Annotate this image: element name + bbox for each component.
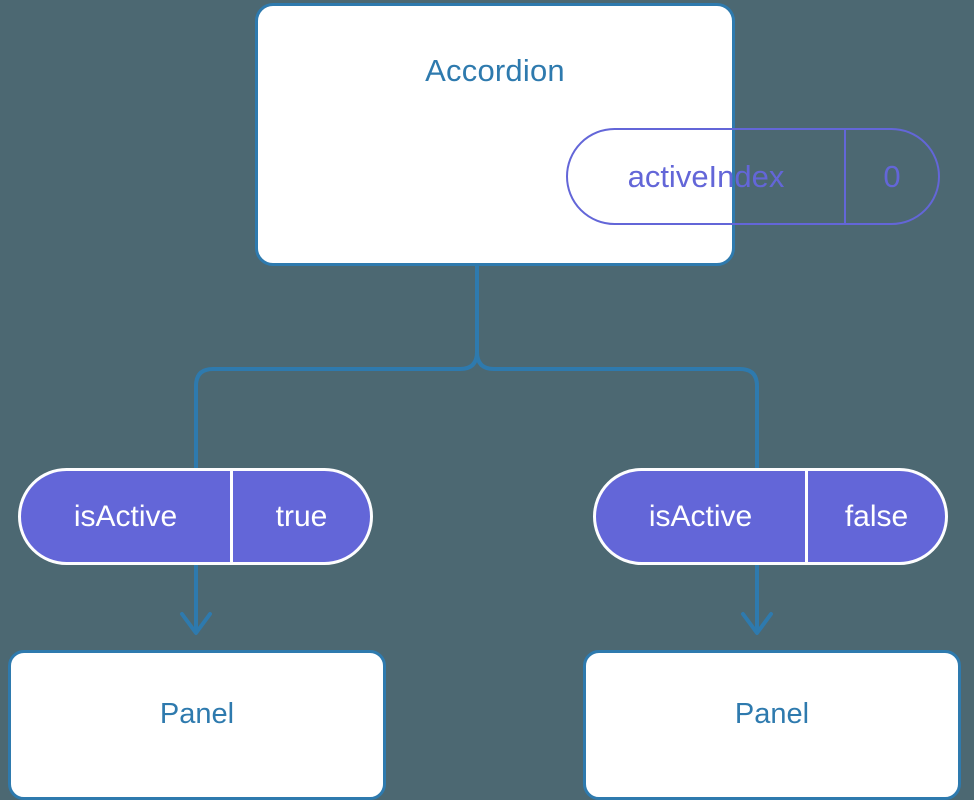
arrow-down-icon-right	[741, 563, 773, 635]
page-title: Accordion	[425, 53, 565, 88]
state-pill-activeindex: activeIndex 0	[566, 128, 940, 225]
state-value-label: 0	[883, 159, 901, 194]
prop-pill-isactive-true: isActive true	[18, 468, 373, 565]
state-key-label: activeIndex	[568, 130, 846, 223]
panel-component-card-left: Panel	[8, 650, 386, 800]
prop-value-label: true	[275, 499, 328, 533]
diagram-canvas: Accordion activeIndex 0 isActive true is…	[8, 3, 961, 800]
branch-split-connector-right	[475, 264, 759, 470]
prop-pill-isactive-false: isActive false	[593, 468, 948, 565]
prop-value-label: false	[844, 499, 909, 533]
arrow-down-icon-left	[180, 563, 212, 635]
branch-split-connector	[194, 264, 479, 470]
panel-component-card-right: Panel	[583, 650, 961, 800]
prop-key-label: isActive	[596, 471, 808, 562]
prop-key-label: isActive	[21, 471, 233, 562]
panel-title: Panel	[734, 698, 810, 730]
accordion-component-card: Accordion activeIndex 0	[255, 3, 940, 266]
panel-title: Panel	[159, 698, 235, 730]
